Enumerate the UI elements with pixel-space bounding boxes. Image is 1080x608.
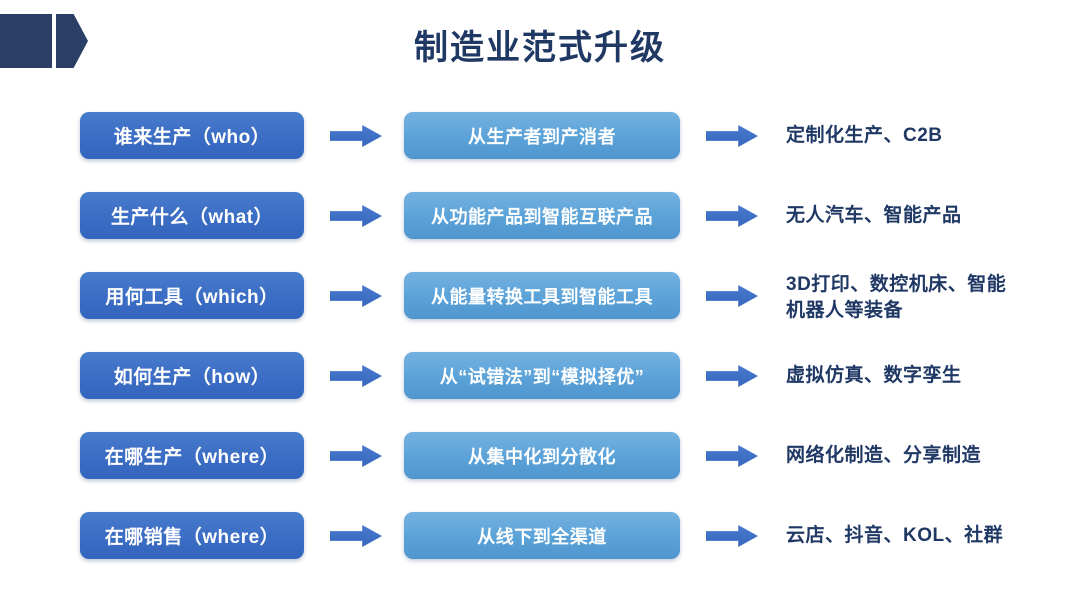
arrow-right-icon <box>706 205 758 227</box>
result-text: 云店、抖音、KOL、社群 <box>786 512 1054 559</box>
arrow-right-icon <box>706 525 758 547</box>
shift-pill[interactable]: 从能量转换工具到智能工具 <box>404 272 680 319</box>
arrow-right-icon <box>330 125 382 147</box>
arrow-right-icon <box>330 365 382 387</box>
question-pill[interactable]: 谁来生产（who） <box>80 112 304 159</box>
result-line: 机器人等装备 <box>786 299 904 321</box>
result-text: 虚拟仿真、数字孪生 <box>786 352 1054 399</box>
paradigm-row: 谁来生产（who） 从生产者到产消者 定制化生产、C2B <box>0 100 1080 180</box>
result-text: 无人汽车、智能产品 <box>786 192 1054 239</box>
arrow-right-icon <box>330 205 382 227</box>
page-title: 制造业范式升级 <box>414 29 666 67</box>
arrow-right-icon <box>330 445 382 467</box>
result-line: 无人汽车、智能产品 <box>786 204 962 226</box>
result-line: 网络化制造、分享制造 <box>786 444 982 466</box>
arrow-right-icon <box>706 445 758 467</box>
paradigm-rows: 谁来生产（who） 从生产者到产消者 定制化生产、C2B 生产什么（what） … <box>0 100 1080 580</box>
arrow-right-icon <box>706 125 758 147</box>
paradigm-row: 生产什么（what） 从功能产品到智能互联产品 无人汽车、智能产品 <box>0 180 1080 260</box>
shift-pill[interactable]: 从线下到全渠道 <box>404 512 680 559</box>
arrow-right-icon <box>706 365 758 387</box>
result-line: 云店、抖音、KOL、社群 <box>786 524 1004 546</box>
arrow-right-icon <box>330 285 382 307</box>
shift-pill[interactable]: 从“试错法”到“模拟择优” <box>404 352 680 399</box>
result-line: 定制化生产、C2B <box>786 124 943 146</box>
question-pill[interactable]: 在哪销售（where） <box>80 512 304 559</box>
result-text: 定制化生产、C2B <box>786 112 1054 159</box>
paradigm-row: 在哪生产（where） 从集中化到分散化 网络化制造、分享制造 <box>0 420 1080 500</box>
paradigm-row: 用何工具（which） 从能量转换工具到智能工具 3D打印、数控机床、智能 机器… <box>0 260 1080 340</box>
result-line: 虚拟仿真、数字孪生 <box>786 364 962 386</box>
question-pill[interactable]: 如何生产（how） <box>80 352 304 399</box>
question-pill[interactable]: 生产什么（what） <box>80 192 304 239</box>
paradigm-row: 在哪销售（where） 从线下到全渠道 云店、抖音、KOL、社群 <box>0 500 1080 580</box>
shift-pill[interactable]: 从集中化到分散化 <box>404 432 680 479</box>
result-line: 3D打印、数控机床、智能 <box>786 274 1007 295</box>
question-pill[interactable]: 在哪生产（where） <box>80 432 304 479</box>
result-text: 3D打印、数控机床、智能 机器人等装备 <box>786 272 1054 323</box>
shift-pill[interactable]: 从生产者到产消者 <box>404 112 680 159</box>
paradigm-row: 如何生产（how） 从“试错法”到“模拟择优” 虚拟仿真、数字孪生 <box>0 340 1080 420</box>
question-pill[interactable]: 用何工具（which） <box>80 272 304 319</box>
arrow-right-icon <box>706 285 758 307</box>
shift-pill[interactable]: 从功能产品到智能互联产品 <box>404 192 680 239</box>
result-text: 网络化制造、分享制造 <box>786 432 1054 479</box>
arrow-right-icon <box>330 525 382 547</box>
